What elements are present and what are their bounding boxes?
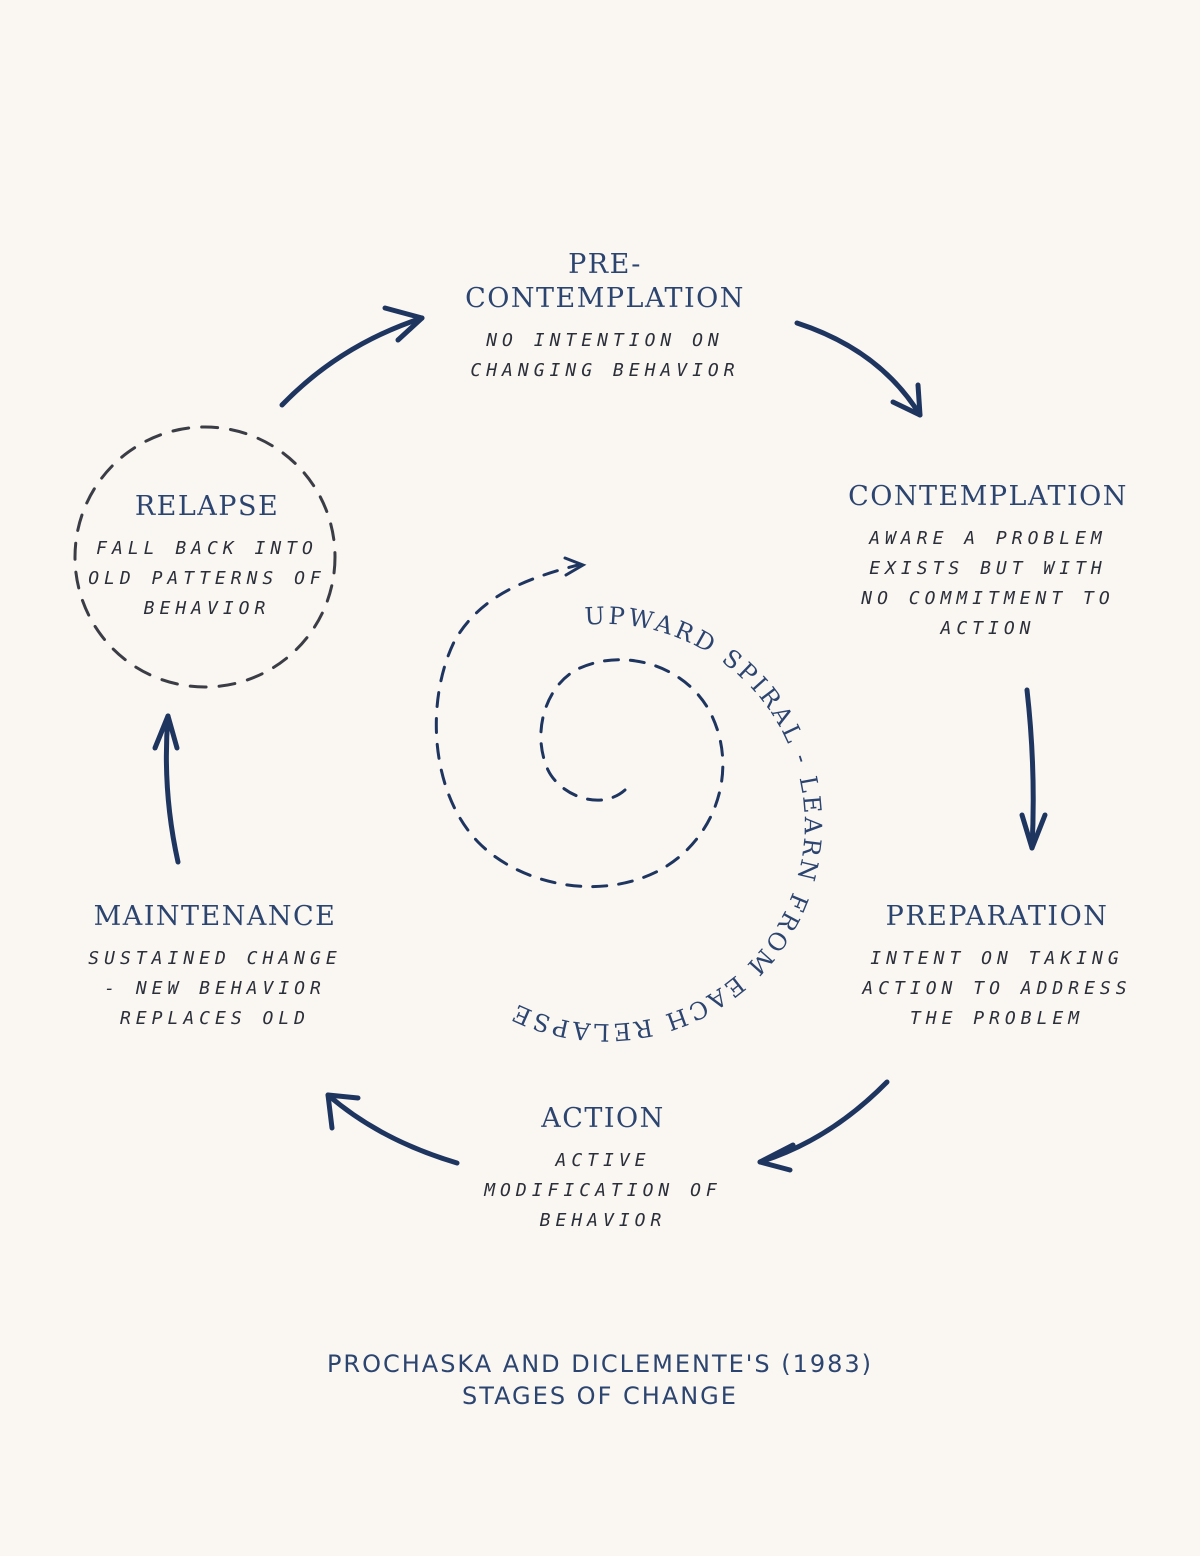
stage-desc-maintenance: SUSTAINED CHANGE - NEW BEHAVIOR REPLACES… [88, 948, 342, 1029]
stage-relapse: RELAPSE FALL BACK INTO OLD PATTERNS OF B… [0, 490, 417, 624]
stage-action: ACTION ACTIVE MODIFICATION OF BEHAVIOR [393, 1102, 813, 1236]
stage-title-line1: PRE- [568, 249, 642, 280]
stage-title-precontemplation: PRE- CONTEMPLATION [395, 248, 815, 316]
caption-line1: PROCHASKA AND DICLEMENTE'S (1983) [326, 1350, 874, 1378]
upward-spiral-icon [434, 556, 725, 889]
stage-title-line2: CONTEMPLATION [465, 283, 745, 314]
stage-desc-action: ACTIVE MODIFICATION OF BEHAVIOR [484, 1150, 722, 1231]
figure-caption: PROCHASKA AND DICLEMENTE'S (1983) STAGES… [0, 1348, 1200, 1412]
stage-title-preparation: PREPARATION [885, 901, 1109, 932]
stage-desc-relapse: FALL BACK INTO OLD PATTERNS OF BEHAVIOR [88, 538, 326, 619]
arrow-action-to-maintenance [325, 1092, 460, 1166]
stage-desc-contemplation: AWARE A PROBLEM EXISTS BUT WITH NO COMMI… [861, 528, 1115, 639]
arrow-relapse-to-precontemplation [279, 305, 425, 408]
stage-title-action: ACTION [541, 1103, 665, 1134]
stage-maintenance: MAINTENANCE SUSTAINED CHANGE - NEW BEHAV… [5, 900, 425, 1034]
arrow-contemplation-to-preparation [1019, 687, 1048, 851]
arrow-maintenance-to-relapse [152, 713, 181, 865]
stage-preparation: PREPARATION INTENT ON TAKING ACTION TO A… [787, 900, 1200, 1034]
stage-precontemplation: PRE- CONTEMPLATION NO INTENTION ON CHANG… [395, 248, 815, 386]
caption-line2: STAGES OF CHANGE [462, 1382, 738, 1410]
stage-desc-precontemplation: NO INTENTION ON CHANGING BEHAVIOR [470, 330, 740, 381]
stage-desc-preparation: INTENT ON TAKING ACTION TO ADDRESS THE P… [862, 948, 1132, 1029]
arrow-precontemplation-to-contemplation [794, 320, 923, 418]
stage-contemplation: CONTEMPLATION AWARE A PROBLEM EXISTS BUT… [778, 480, 1198, 644]
stage-title-contemplation: CONTEMPLATION [848, 481, 1128, 512]
relapse-dashed-circle [73, 425, 337, 689]
arrow-preparation-to-action [757, 1079, 890, 1173]
stage-title-maintenance: MAINTENANCE [93, 901, 337, 932]
spiral-label: UPWARD SPIRAL - LEARN FROM EACH RELAPSE [506, 602, 827, 1046]
stage-title-relapse: RELAPSE [134, 491, 280, 522]
